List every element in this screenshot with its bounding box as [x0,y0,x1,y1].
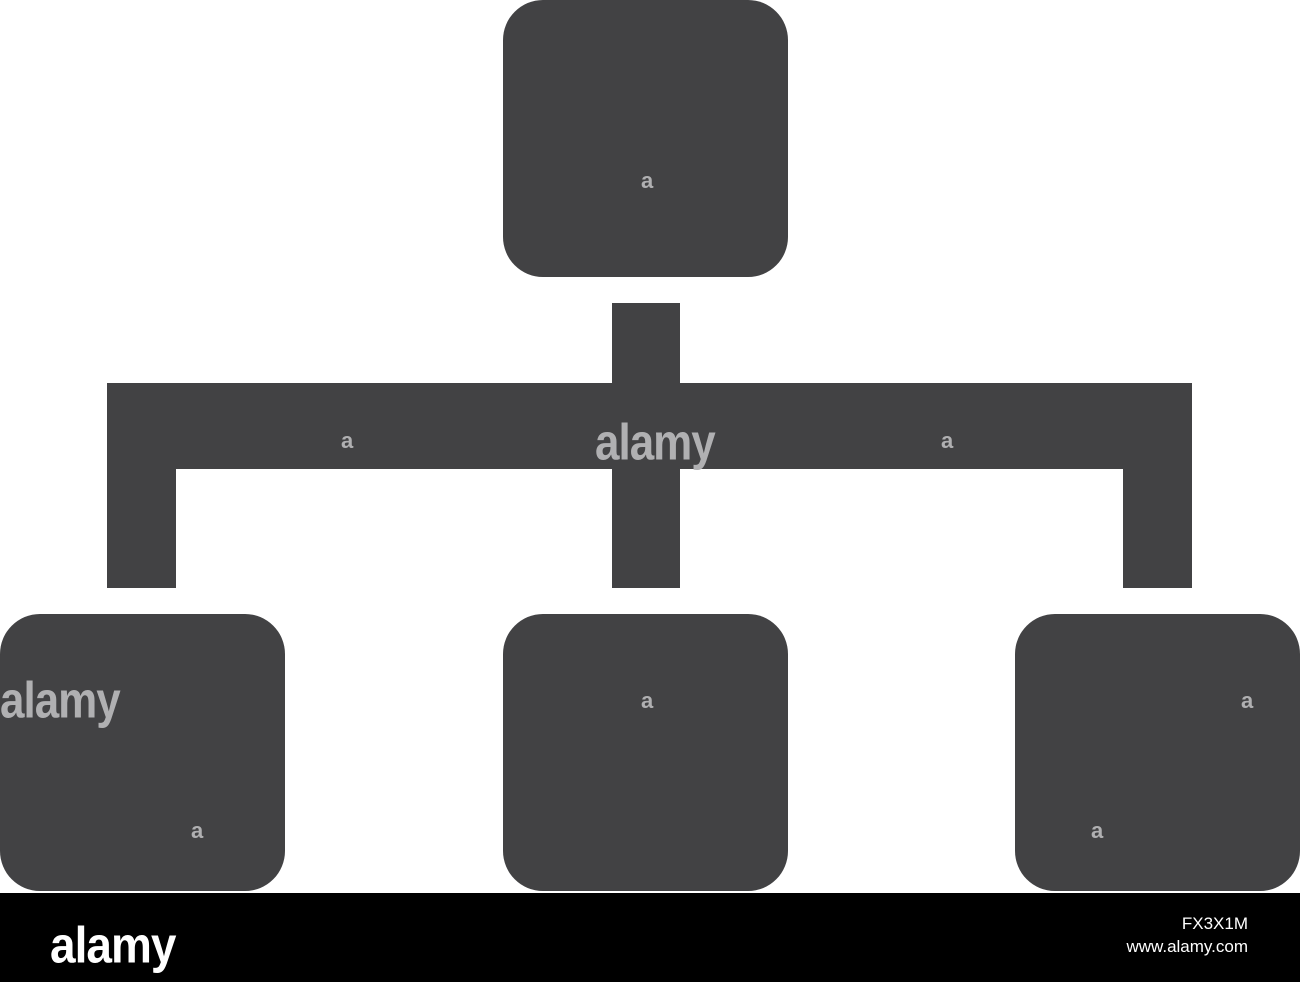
bottom-right-node [1015,614,1300,891]
watermark-letter: a [641,688,654,713]
top-node [503,0,788,277]
watermark-letter: a [341,428,354,453]
watermark-letter: a [1091,818,1104,843]
alamy-logo: alamy [50,916,176,974]
vertical-connector-top [612,303,680,383]
image-id-block: FX3X1M www.alamy.com [1126,913,1248,959]
watermark-letter: a [1241,688,1254,713]
watermark-letter: a [941,428,954,453]
bottom-middle-node [503,614,788,891]
hierarchy-org-chart-icon: a a alamy a alamy a a a a [0,0,1300,893]
stock-footer-bar: alamy FX3X1M www.alamy.com [0,893,1300,982]
site-url: www.alamy.com [1126,936,1248,956]
watermark-word: alamy [595,414,716,471]
bottom-left-node [0,614,285,891]
middle-drop-connector [612,469,680,588]
right-drop-connector [1123,469,1192,588]
horizontal-connector [107,383,1192,469]
watermark-word: alamy [0,672,121,729]
left-drop-connector [107,469,176,588]
watermark-letter: a [641,168,654,193]
watermark-letter: a [191,818,204,843]
image-id: FX3X1M [1181,914,1248,933]
